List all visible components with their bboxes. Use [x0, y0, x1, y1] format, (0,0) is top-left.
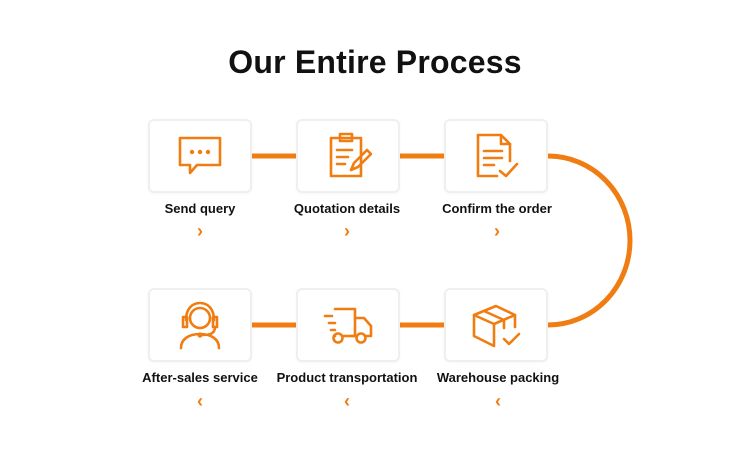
page-title: Our Entire Process	[228, 44, 522, 80]
chevron-right-icon[interactable]: ›	[197, 221, 203, 241]
clipboard-pen-icon	[329, 132, 373, 178]
chevron-right-icon[interactable]: ›	[344, 221, 350, 241]
step-warehouse-packing-card[interactable]	[444, 288, 548, 362]
chevron-left-icon[interactable]: ‹	[197, 391, 203, 411]
step-after-sales-service-card[interactable]	[148, 288, 252, 362]
chevron-right-icon[interactable]: ›	[494, 221, 500, 241]
headset-agent-icon	[179, 301, 221, 350]
step-quotation-details-label: Quotation details	[293, 201, 401, 216]
box-check-icon	[472, 304, 521, 348]
step-send-query-label: Send query	[164, 201, 236, 216]
step-quotation-details-card[interactable]	[296, 119, 400, 193]
step-product-transportation-label: Product transportation	[276, 370, 418, 385]
document-check-icon	[476, 133, 519, 178]
step-after-sales-service-label: After-sales service	[142, 370, 258, 385]
chevron-left-icon[interactable]: ‹	[344, 391, 350, 411]
delivery-truck-icon	[323, 307, 373, 344]
step-send-query-card[interactable]	[148, 119, 252, 193]
step-product-transportation-card[interactable]	[296, 288, 400, 362]
step-warehouse-packing-label: Warehouse packing	[436, 370, 560, 385]
chat-bubble-icon	[178, 136, 222, 175]
chevron-left-icon[interactable]: ‹	[495, 391, 501, 411]
step-confirm-order-label: Confirm the order	[442, 201, 552, 216]
step-confirm-order-card[interactable]	[444, 119, 548, 193]
